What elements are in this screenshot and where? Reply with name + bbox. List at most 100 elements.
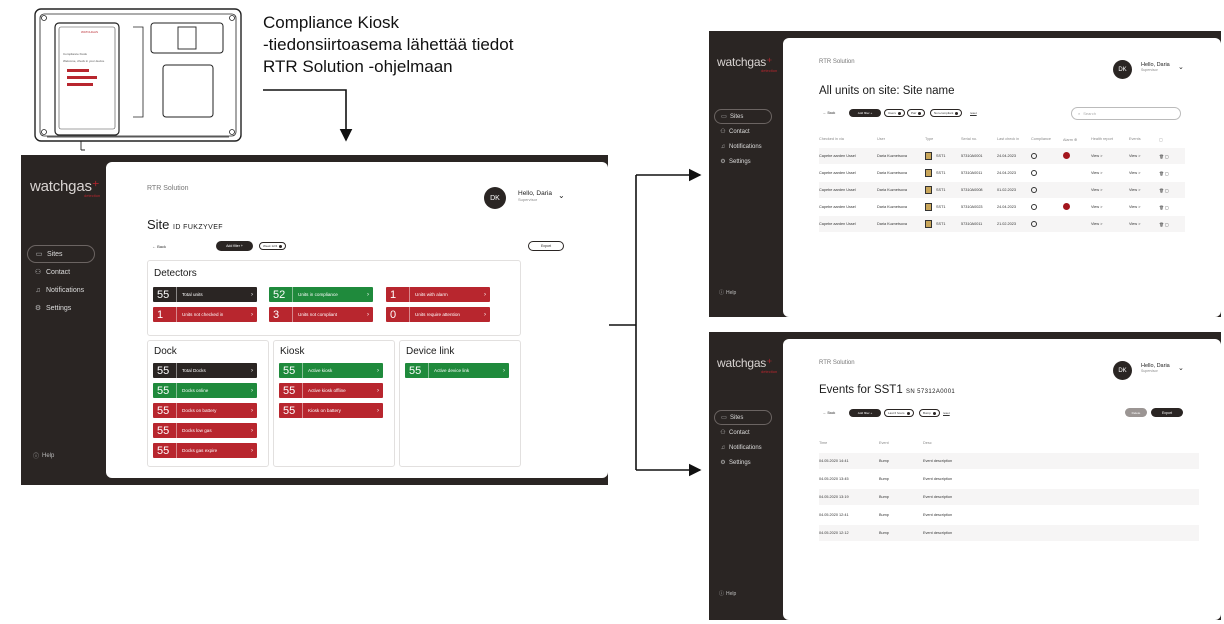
sidebar-nav: ▭ Sites ⚇ Contact ♫ Notifications ⚙ Sett…	[27, 245, 95, 317]
folder-icon: ▭	[35, 251, 43, 258]
detector-type-icon	[925, 186, 932, 194]
user-greeting: Hello, Daria Supervisor	[518, 190, 552, 202]
units-back-link[interactable]: ← Back	[823, 111, 836, 115]
filter-noncompliant-chip[interactable]: Non-compliant	[930, 109, 963, 117]
units-table: Checked in via User Type Serial no. Last…	[819, 133, 1185, 243]
events-sidebar-item-sites[interactable]: ▭Sites	[714, 410, 772, 425]
units-user-menu-chevron-icon[interactable]: ⌄	[1178, 64, 1184, 71]
sidebar-item-settings[interactable]: ⚙ Settings	[34, 304, 72, 313]
kiosk-outline-drawing	[34, 8, 242, 151]
sidebar-item-contact[interactable]: ⚇ Contact	[34, 268, 71, 277]
export-button[interactable]: Export	[528, 241, 564, 251]
detectors-title: Detectors	[154, 268, 197, 279]
units-reset-link[interactable]: reset	[970, 111, 977, 115]
events-reset-link[interactable]: reset	[943, 411, 950, 415]
detector-type-icon	[925, 203, 932, 211]
table-row[interactable]: Capebe aarden Ussel Daria Kuznetsova SST…	[819, 148, 1185, 164]
events-sidebar-item-contact[interactable]: ⚇Contact	[720, 429, 750, 437]
table-row[interactable]: 04.05.2020 13:45 Bump Event description	[819, 477, 953, 481]
units-sidebar-item-sites[interactable]: ▭Sites	[714, 109, 772, 124]
events-brand-logo: watchgas⁺	[717, 356, 773, 370]
brand-logo: watchgas⁺	[30, 178, 100, 195]
table-row[interactable]: Capebe aarden Ussel Daria Kuznetsova SST…	[819, 199, 1185, 215]
units-sidebar-item-settings[interactable]: ⚙Settings	[720, 158, 751, 166]
filter-users-chip[interactable]: Users	[884, 109, 905, 117]
table-row[interactable]: Capebe aarden Ussel Daria Kuznetsova SST…	[819, 165, 1185, 181]
help-link[interactable]: ⓘ Help	[33, 452, 55, 461]
filter-pair-chip[interactable]: Pair	[907, 109, 926, 117]
filter-last-6-hours-chip[interactable]: Last 6 hours	[884, 409, 914, 417]
table-row[interactable]: Capebe aarden Ussel Daria Kuznetsova SST…	[819, 182, 1185, 198]
units-table-header: Checked in via User Type Serial no. Last…	[819, 133, 1185, 145]
person-icon: ⚇	[720, 129, 726, 135]
filter-bump-chip[interactable]: Bump	[919, 409, 940, 417]
expand-columns-icon[interactable]: ▢	[1159, 137, 1163, 142]
add-filter-button[interactable]: Add filter +	[216, 241, 253, 251]
back-link[interactable]: ← Back	[152, 244, 167, 249]
gear-icon: ⚙	[720, 159, 726, 165]
compliance-ok-icon	[1031, 169, 1037, 176]
events-sidebar-item-settings[interactable]: ⚙Settings	[720, 459, 751, 467]
events-sidebar-item-notifications[interactable]: ♫Notifications	[720, 444, 762, 451]
row-actions-icon[interactable]: 🗑 ▢	[1159, 222, 1169, 227]
table-row[interactable]: 04.05.2020 12:41 Bump Event description	[819, 513, 953, 517]
all-units-screen: watchgas⁺ detection ▭Sites ⚇Contact ♫Not…	[709, 31, 1221, 317]
table-row[interactable]: 04.05.2020 14:41 Bump Event description	[819, 453, 1199, 469]
events-app-title: RTR Solution	[819, 360, 855, 366]
events-page-title: Events for SST1 SN 57312A0001	[819, 384, 956, 396]
events-export-button[interactable]: Export	[1151, 408, 1183, 417]
row-actions-icon[interactable]: 🗑 ▢	[1159, 205, 1169, 210]
help-icon: ⓘ	[719, 290, 725, 296]
units-sidebar-item-contact[interactable]: ⚇Contact	[720, 128, 750, 136]
bell-icon: ♫	[35, 286, 41, 294]
table-row[interactable]: 04.05.2020 13:19 Bump Event description	[819, 489, 1199, 505]
units-brand-logo-sub: detection	[761, 68, 778, 73]
units-add-filter-button[interactable]: Add filter +	[849, 109, 881, 117]
events-back-link[interactable]: ← Back	[823, 411, 836, 415]
events-brand-logo-sub: detection	[761, 369, 778, 374]
kiosk-screen-brand: WATCHGAS	[81, 30, 98, 34]
user-menu-chevron-icon[interactable]: ⌄	[558, 191, 565, 200]
units-search-input[interactable]: ⌕Search	[1071, 107, 1181, 120]
units-sidebar-item-notifications[interactable]: ♫Notifications	[720, 143, 762, 150]
folder-icon: ▭	[721, 415, 727, 421]
date-filter-chip[interactable]: Week 12/4	[259, 242, 287, 250]
events-screen: watchgas⁺ detection ▭Sites ⚇Contact ♫Not…	[709, 332, 1221, 620]
sidebar-item-sites[interactable]: ▭ Sites	[27, 245, 95, 263]
events-avatar[interactable]: DK	[1113, 361, 1132, 380]
alarm-indicator-icon	[1063, 152, 1070, 159]
events-user-menu-chevron-icon[interactable]: ⌄	[1178, 365, 1184, 372]
units-avatar[interactable]: DK	[1113, 60, 1132, 79]
delete-button[interactable]: Delete	[1125, 408, 1147, 417]
diagram-caption: Compliance Kiosk -tiedonsiirtoasema lähe…	[263, 12, 583, 78]
table-row[interactable]: 04.05.2020 12:12 Bump Event description	[819, 525, 1199, 541]
row-actions-icon[interactable]: 🗑 ▢	[1159, 154, 1169, 159]
row-actions-icon[interactable]: 🗑 ▢	[1159, 171, 1169, 176]
events-add-filter-button[interactable]: Add filter +	[849, 409, 881, 417]
gear-icon: ⚙	[34, 305, 42, 312]
avatar[interactable]: DK	[484, 187, 506, 209]
table-row[interactable]: Capebe aarden Ussel Daria Kuznetsova SST…	[819, 216, 1185, 232]
row-actions-icon[interactable]: 🗑 ▢	[1159, 188, 1169, 193]
sidebar-item-notifications[interactable]: ♫ Notifications	[27, 281, 95, 299]
